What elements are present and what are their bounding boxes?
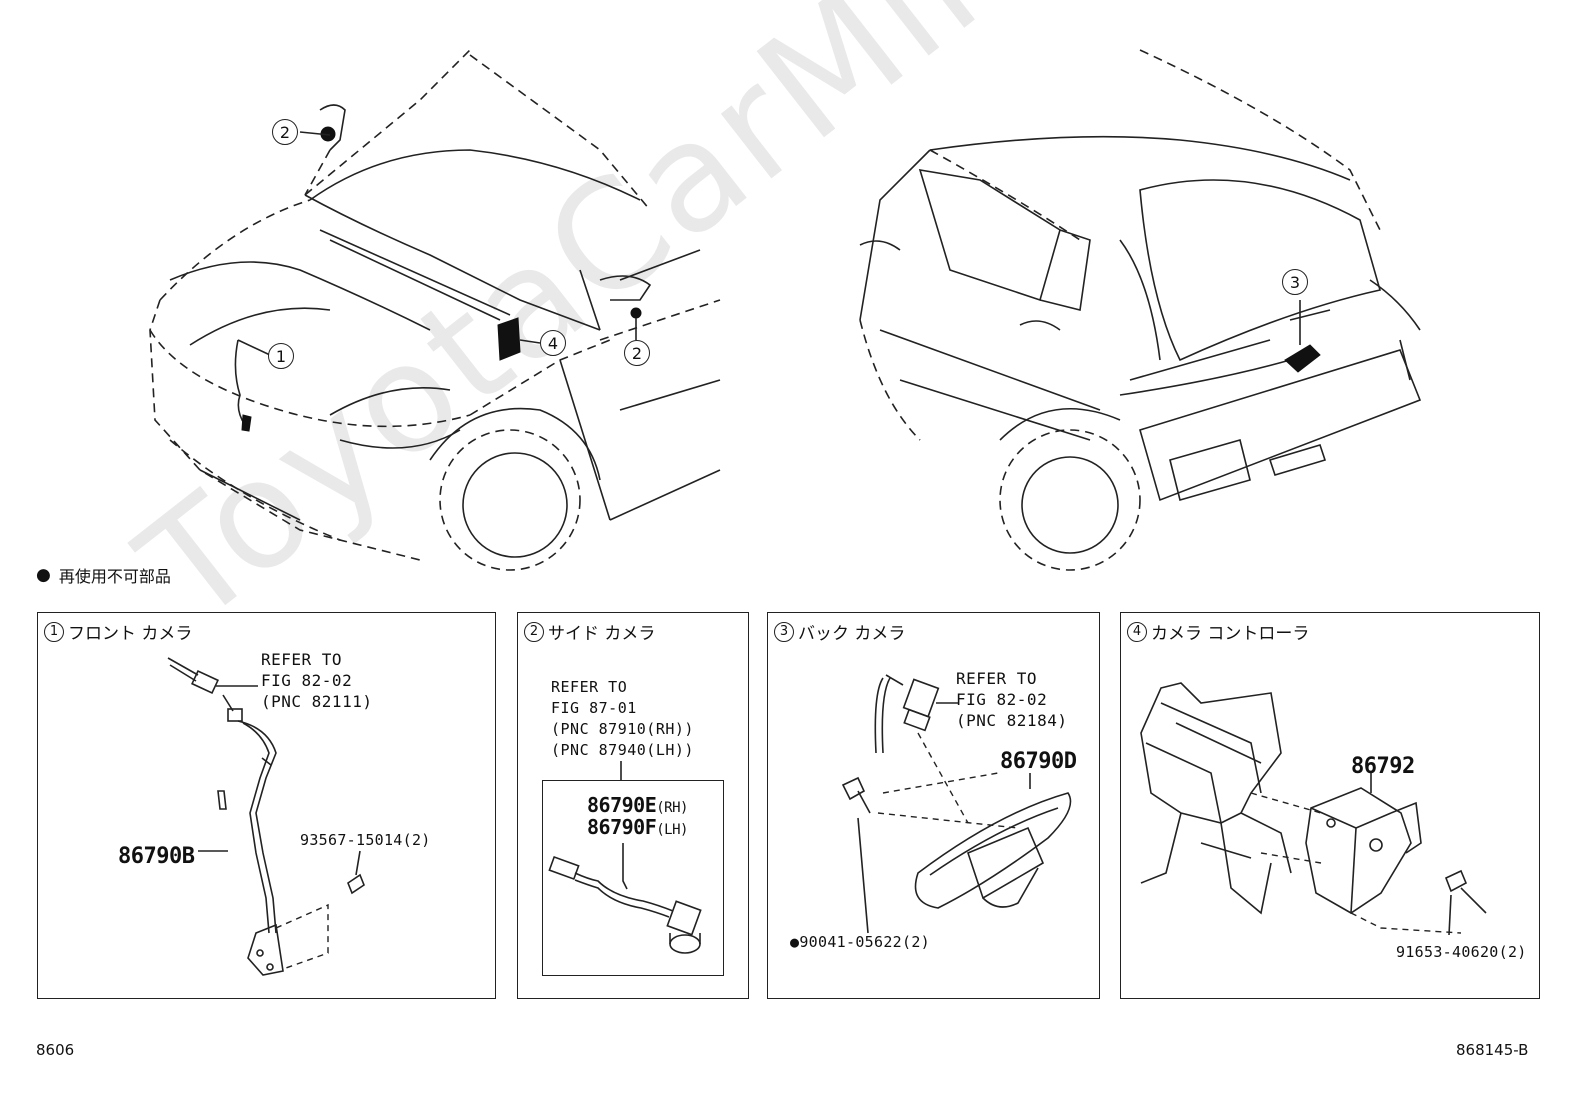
front-vehicle-illustration — [149, 49, 721, 571]
part-86790D: 86790D — [1000, 749, 1077, 774]
panel-side-camera: 2 サイド カメラ REFER TO FIG 87-01 (PNC 87910(… — [517, 612, 749, 999]
side-camera-inset: 86790E(RH) 86790F(LH) — [542, 780, 724, 976]
callout-4-front-num: 4 — [547, 333, 559, 353]
panel-2-title-text: サイド カメラ — [548, 624, 656, 644]
panel-front-camera: 1 フロント カメラ REFER TO FIG 82-02 (PNC 82111… — [37, 612, 496, 999]
part-86790E-rh: (RH) — [656, 800, 688, 816]
part-86790E-code: 86790E — [587, 793, 657, 817]
callout-1-front: 1 — [268, 343, 294, 369]
panel-back-camera: 3 バック カメラ REFER TO FIG 82-02 (PNC 82184)… — [767, 612, 1100, 999]
panel-1-refer: REFER TO FIG 82-02 (PNC 82111) — [261, 650, 373, 711]
part-86792: 86792 — [1351, 754, 1415, 779]
non-reusable-bullet-icon: ● — [36, 565, 51, 585]
callout-4-front: 4 — [540, 330, 566, 356]
callout-2-front: 2 — [272, 119, 298, 145]
panel-1-number: 1 — [44, 621, 64, 642]
part-86790F-lh: (LH) — [656, 822, 688, 838]
panel-3-refer: REFER TO FIG 82-02 (PNC 82184) — [956, 669, 1068, 730]
part-86790F-code: 86790F — [587, 815, 657, 839]
panel-camera-controller: 4 カメラ コントローラ 86792 91653-40620(2) — [1120, 612, 1540, 999]
side-camera-drawing — [548, 843, 702, 954]
panel-2-refer: REFER TO FIG 87-01 (PNC 87910(RH)) (PNC … — [551, 678, 694, 759]
side-camera-leader — [620, 761, 622, 780]
part-86790F: 86790F(LH) — [587, 815, 688, 839]
legend-text: 再使用不可部品 — [58, 567, 171, 586]
callout-1-front-num: 1 — [275, 346, 287, 366]
rear-vehicle-illustration — [859, 49, 1422, 571]
panel-3-title-text: バック カメラ — [798, 624, 906, 644]
part-90041-05622-code: 90041-05622(2) — [799, 933, 930, 951]
panel-2-title: 2 サイド カメラ — [524, 619, 655, 644]
part-90041-05622: ●90041-05622(2) — [790, 933, 930, 951]
part-86790B: 86790B — [118, 844, 195, 869]
callout-2-front-num: 2 — [279, 122, 291, 142]
part-86790E: 86790E(RH) — [587, 793, 688, 817]
legend: ● 再使用不可部品 — [36, 563, 171, 587]
back-camera-drawing — [841, 674, 1072, 934]
footer-figure-code: 868145-B — [1456, 1041, 1529, 1059]
panel-1-title: 1 フロント カメラ — [44, 619, 192, 644]
camera-controller-drawing — [1140, 682, 1487, 936]
part-93567-15014: 93567-15014(2) — [300, 831, 431, 849]
non-reusable-bullet-icon: ● — [790, 933, 800, 951]
callout-2-side-num: 2 — [631, 343, 643, 363]
panel-4-title: 4 カメラ コントローラ — [1127, 619, 1309, 644]
panel-1-title-text: フロント カメラ — [68, 624, 193, 644]
part-91653-40620: 91653-40620(2) — [1396, 943, 1527, 961]
panel-2-number: 2 — [524, 621, 544, 642]
front-camera-drawing — [167, 657, 365, 976]
callout-2-side: 2 — [624, 340, 650, 366]
panel-3-title: 3 バック カメラ — [774, 619, 905, 644]
panel-3-number: 3 — [774, 621, 794, 642]
footer-page-number: 8606 — [36, 1041, 75, 1059]
panel-4-title-text: カメラ コントローラ — [1151, 624, 1310, 644]
callout-3-rear: 3 — [1282, 269, 1308, 295]
callout-3-rear-num: 3 — [1289, 272, 1301, 292]
panel-4-number: 4 — [1127, 621, 1147, 642]
